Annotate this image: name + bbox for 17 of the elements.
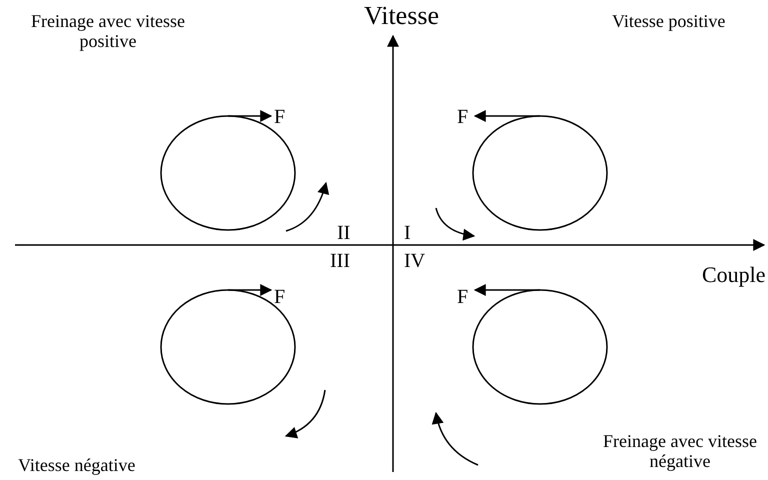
wheel-circle: [472, 115, 608, 231]
force-label: F: [274, 106, 286, 128]
quadrant-caption: Vitesse négative: [18, 456, 136, 476]
quadrant-caption: Freinage avec vitesse négative: [602, 432, 758, 472]
axis-label: Couple: [702, 263, 766, 288]
quadrant-number: I: [404, 222, 411, 244]
axis-label: Vitesse: [364, 2, 439, 31]
wheel-circle: [472, 289, 608, 405]
force-label: F: [274, 286, 286, 308]
quadrant-number: II: [337, 222, 350, 244]
force-label: F: [457, 106, 468, 128]
quadrant-caption: Vitesse positive: [612, 12, 726, 32]
force-label: F: [457, 286, 468, 308]
wheel-circle: [160, 289, 296, 405]
quadrant-number: IV: [404, 250, 426, 272]
quadrant-caption: Freinage avec vitesse positive: [30, 12, 186, 52]
quadrant-number: III: [330, 250, 350, 272]
